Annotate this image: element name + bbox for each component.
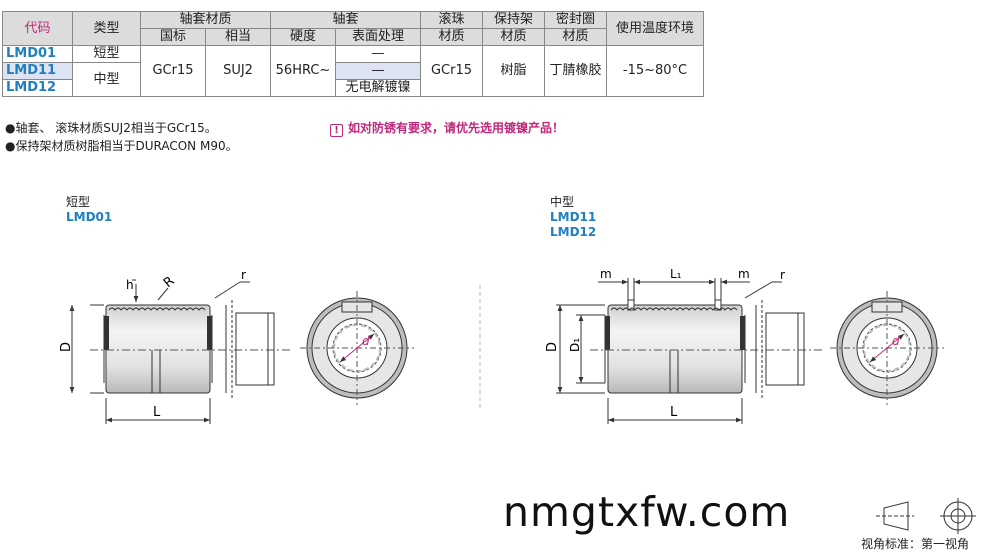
subheader-ball-material: 材质: [420, 28, 483, 46]
surface-value-2: —: [335, 62, 421, 80]
code-lmd01: LMD01: [2, 45, 73, 63]
retainer-material-value: 树脂: [482, 45, 545, 97]
ball-material-value: GCr15: [420, 45, 483, 97]
dim-r-label-medium: r: [780, 268, 785, 282]
material-equiv-value: SUJ2: [205, 45, 271, 97]
subheader-surface: 表面处理: [335, 28, 421, 46]
caption-short-code: LMD01: [66, 210, 113, 224]
temperature-value: -15~80°C: [606, 45, 704, 97]
dim-m-label-left: m: [600, 267, 612, 281]
rust-warning: ! 如对防锈有要求，请优先选用镀镍产品！: [330, 119, 564, 137]
header-code: 代码: [2, 11, 73, 46]
type-medium: 中型: [72, 62, 141, 97]
medium-type-side-view: [556, 278, 822, 424]
dim-L-label-short: L: [153, 405, 161, 420]
short-type-end-view: [300, 291, 414, 405]
dim-m-label-right: m: [738, 267, 750, 281]
header-ball: 滚珠: [420, 11, 483, 29]
code-lmd12: LMD12: [2, 79, 73, 97]
spec-table: 代码 类型 轴套材质 轴套 滚珠 保持架 密封圈 使用温度环境 国标 相当 硬度…: [2, 11, 704, 97]
warning-icon: !: [330, 124, 343, 137]
dim-D-label-medium: D: [545, 342, 560, 352]
dim-r-label-short: r: [241, 268, 246, 282]
dim-L1-label: L₁: [670, 267, 682, 281]
hardness-value: 56HRC~: [270, 45, 336, 97]
dim-D1-label: D₁: [568, 338, 582, 352]
subheader-seal-material: 材质: [544, 28, 607, 46]
dim-d-label-short: d: [362, 334, 370, 348]
header-retainer: 保持架: [482, 11, 545, 29]
caption-short: 短型 LMD01: [66, 195, 112, 225]
dim-D-label-short: D: [59, 342, 74, 352]
surface-value-1: —: [335, 45, 421, 63]
dim-h-label: h: [126, 278, 134, 292]
note-material: ●轴套、 滚珠材质SUJ2相当于GCr15。: [5, 121, 217, 135]
note-retainer: ●保持架材质树脂相当于DURACON M90。: [5, 139, 238, 153]
subheader-equivalent: 相当: [205, 28, 271, 46]
surface-value-3: 无电解镀镍: [335, 79, 421, 97]
caption-medium: 中型 LMD11 LMD12: [550, 195, 596, 240]
header-sleeve: 轴套: [270, 11, 421, 29]
caption-short-type: 短型: [66, 195, 91, 209]
subheader-hardness: 硬度: [270, 28, 336, 46]
first-angle-projection-icon: [876, 498, 976, 534]
short-type-side-view: [69, 279, 292, 424]
caption-medium-type: 中型: [550, 195, 575, 209]
watermark: nmgtxfw.com: [503, 488, 791, 536]
caption-medium-code-2: LMD12: [550, 225, 597, 239]
header-temperature: 使用温度环境: [606, 11, 704, 46]
dim-R-label: R: [161, 274, 178, 291]
seal-material-value: 丁腈橡胶: [544, 45, 607, 97]
view-standard-label: 视角标准：第一视角: [861, 537, 970, 551]
material-gb-value: GCr15: [140, 45, 206, 97]
caption-medium-code-1: LMD11: [550, 210, 597, 224]
medium-type-end-view: [830, 291, 944, 405]
subheader-retainer-material: 材质: [482, 28, 545, 46]
dim-d-label-medium: d: [892, 334, 900, 348]
rust-warning-text: 如对防锈有要求，请优先选用镀镍产品！: [348, 121, 565, 135]
header-sleeve-material: 轴套材质: [140, 11, 271, 29]
dim-L-label-medium: L: [670, 405, 678, 420]
